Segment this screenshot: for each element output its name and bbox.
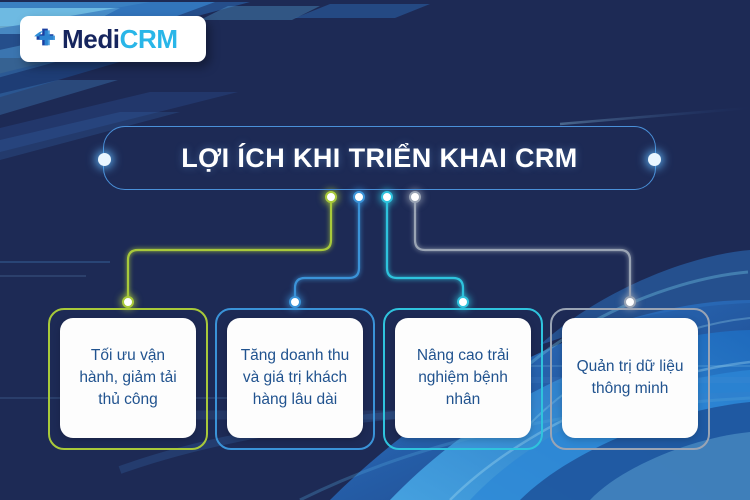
- card-frame-3: [383, 308, 543, 450]
- title-right-dot: [648, 153, 661, 166]
- logo-text-medi: Medi: [62, 24, 120, 54]
- card-1[interactable]: Tối ưu vận hành, giảm tải thủ công: [60, 318, 196, 438]
- card-frame-4: [550, 308, 710, 450]
- medical-cross-icon: [34, 28, 55, 46]
- card-1-connector-dot: [122, 296, 134, 308]
- card-3-connector-dot: [457, 296, 469, 308]
- card-frame-2: [215, 308, 375, 450]
- card-2-text: Tăng doanh thu và giá trị khách hàng lâu…: [240, 347, 350, 408]
- page-title-box: LỢI ÍCH KHI TRIỂN KHAI CRM: [98, 126, 661, 190]
- card-4-connector-dot: [624, 296, 636, 308]
- logo[interactable]: MediCRM: [20, 16, 206, 62]
- hub-dot-1: [325, 191, 337, 203]
- decor-top-right-streak: [559, 106, 750, 126]
- card-2[interactable]: Tăng doanh thu và giá trị khách hàng lâu…: [227, 318, 363, 438]
- card-3-text: Nâng cao trải nghiệm bệnh nhân: [416, 347, 510, 408]
- card-4-text: Quản trị dữ liệu thông minh: [576, 358, 684, 397]
- card-3[interactable]: Nâng cao trải nghiệm bệnh nhân: [395, 318, 531, 438]
- page-title: LỢI ÍCH KHI TRIỂN KHAI CRM: [181, 142, 578, 173]
- card-1-text: Tối ưu vận hành, giảm tải thủ công: [79, 347, 177, 408]
- logo-wordmark: MediCRM: [62, 26, 178, 52]
- card-frame-1: [48, 308, 208, 450]
- hub-dot-4: [409, 191, 421, 203]
- card-2-connector-dot: [289, 296, 301, 308]
- card-4[interactable]: Quản trị dữ liệu thông minh: [562, 318, 698, 438]
- hub-dot-2: [353, 191, 365, 203]
- logo-text-crm: CRM: [119, 24, 178, 54]
- title-left-dot: [98, 153, 111, 166]
- hub-dot-3: [381, 191, 393, 203]
